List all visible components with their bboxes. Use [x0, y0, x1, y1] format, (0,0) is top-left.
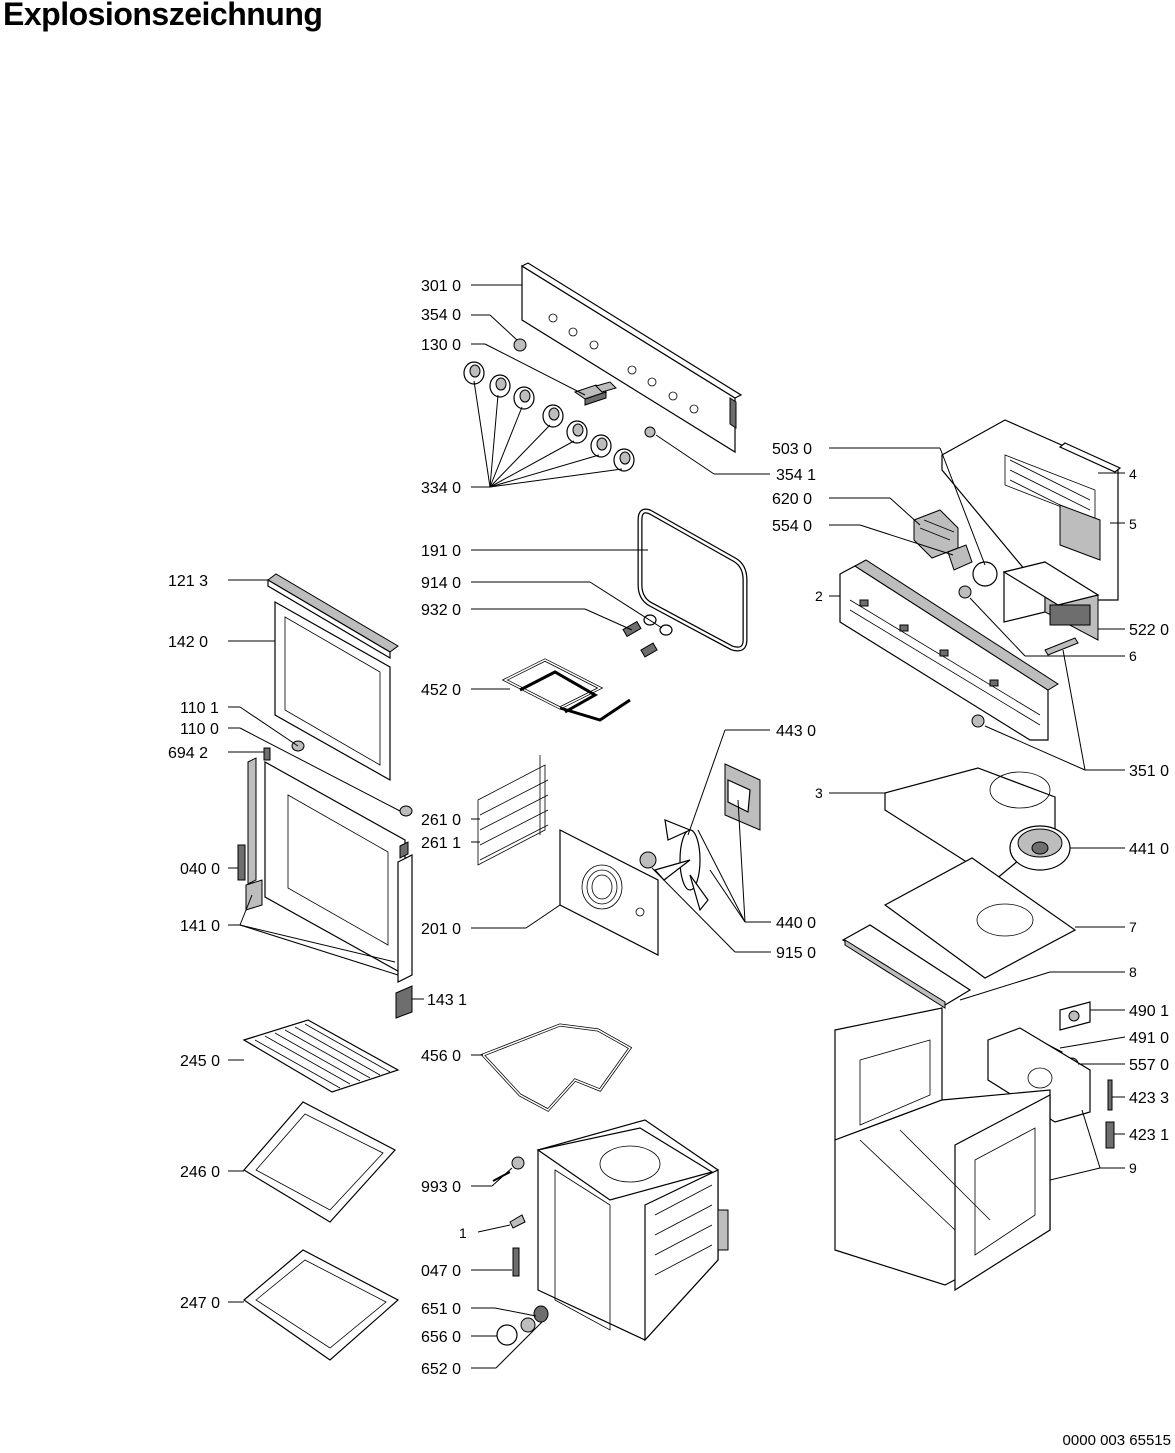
label-440-0: 440 0	[776, 915, 816, 932]
label-121-3: 121 3	[168, 573, 208, 590]
label-3: 3	[815, 785, 823, 801]
label-201-0: 201 0	[421, 921, 461, 938]
grill-heating-element-drawing	[501, 658, 631, 722]
timer-module-drawing	[1002, 561, 1100, 641]
label-423-1: 423 1	[1129, 1127, 1169, 1144]
thermostat-drawing	[947, 544, 998, 599]
oven-cavity-drawing	[536, 1119, 729, 1342]
label-503-0: 503 0	[772, 441, 812, 458]
fan-assembly-drawing	[639, 763, 761, 912]
label-301-0: 301 0	[421, 278, 461, 295]
roasting-tray-drawing	[243, 1249, 400, 1361]
switch-drawing	[573, 381, 617, 406]
label-491-0: 491 0	[1129, 1030, 1169, 1047]
label-441-0: 441 0	[1129, 841, 1169, 858]
bottom-trim-drawing	[841, 924, 972, 1009]
knobs-drawing	[463, 361, 635, 472]
top-cover-drawing	[941, 419, 1122, 601]
rear-panel-drawing	[987, 1027, 1091, 1123]
insulation-plate-drawing	[883, 857, 1077, 979]
label-247-0: 247 0	[180, 1295, 220, 1312]
label-130-0: 130 0	[421, 337, 461, 354]
label-443-0: 443 0	[776, 723, 816, 740]
label-915-0: 915 0	[776, 945, 816, 962]
label-4: 4	[1129, 466, 1137, 482]
label-620-0: 620 0	[772, 491, 812, 508]
label-490-1: 490 1	[1129, 1003, 1169, 1020]
label-334-0: 334 0	[421, 480, 461, 497]
label-452-0: 452 0	[421, 682, 461, 699]
door-gasket-drawing	[637, 508, 748, 652]
shelf-supports-drawing	[477, 755, 549, 866]
pilot-lamp-2-drawing	[644, 426, 656, 438]
label-143-1: 143 1	[427, 992, 467, 1009]
label-047-0: 047 0	[421, 1263, 461, 1280]
label-141-0: 141 0	[180, 918, 220, 935]
control-panel-drawing	[520, 262, 743, 454]
label-142-0: 142 0	[168, 634, 208, 651]
label-354-0: 354 0	[421, 307, 461, 324]
label-6: 6	[1129, 648, 1137, 664]
oven-housing-drawing	[834, 1007, 1051, 1292]
label-261-0: 261 0	[421, 812, 461, 829]
part-number-labels: 301 0 354 0 130 0 334 0 354 1 503 0 620 …	[168, 278, 1169, 1378]
fan-motor-drawing	[1009, 825, 1071, 871]
page-title: Explosionszeichnung	[3, 0, 323, 32]
label-351-0: 351 0	[1129, 763, 1169, 780]
fan-cover-drawing	[559, 829, 659, 956]
label-110-0: 110 0	[180, 721, 219, 738]
label-5: 5	[1129, 516, 1137, 532]
label-694-2: 694 2	[168, 745, 208, 762]
label-554-0: 554 0	[772, 518, 812, 535]
label-993-0: 993 0	[421, 1179, 461, 1196]
baking-tray-drawing	[243, 1101, 396, 1223]
label-651-0: 651 0	[421, 1301, 461, 1318]
label-191-0: 191 0	[421, 543, 461, 560]
door-inner-glass-drawing	[274, 600, 391, 782]
label-557-0: 557 0	[1129, 1057, 1169, 1074]
control-frame-drawing	[839, 559, 1059, 741]
label-7: 7	[1129, 919, 1137, 935]
label-932-0: 932 0	[421, 602, 461, 619]
label-1: 1	[459, 1225, 467, 1241]
springs-drawing	[622, 614, 673, 658]
cavity-small-parts-drawing	[492, 1156, 549, 1346]
bottom-heating-element-drawing	[480, 1023, 633, 1112]
label-261-1: 261 1	[421, 835, 461, 852]
door-hinge-parts-drawing	[237, 740, 413, 1019]
pilot-lamp-drawing	[513, 338, 527, 352]
label-656-0: 656 0	[421, 1329, 461, 1346]
label-8: 8	[1129, 964, 1137, 980]
label-522-0: 522 0	[1129, 622, 1169, 639]
label-9: 9	[1129, 1160, 1137, 1176]
label-354-1: 354 1	[776, 467, 816, 484]
label-110-1: 110 1	[180, 700, 219, 717]
label-040-0: 040 0	[180, 861, 220, 878]
label-245-0: 245 0	[180, 1053, 220, 1070]
leader-lines	[228, 284, 1126, 1369]
label-914-0: 914 0	[421, 575, 461, 592]
door-outer-drawing	[245, 757, 413, 983]
door-top-profile-drawing	[267, 573, 399, 660]
label-2: 2	[815, 588, 823, 604]
small-fittings-drawing	[971, 637, 1079, 728]
label-423-3: 423 3	[1129, 1090, 1169, 1107]
label-456-0: 456 0	[421, 1048, 461, 1065]
label-246-0: 246 0	[180, 1164, 220, 1181]
label-652-0: 652 0	[421, 1361, 461, 1378]
document-number: 0000 003 65515	[1062, 1432, 1171, 1449]
wire-shelf-drawing	[242, 1019, 400, 1093]
